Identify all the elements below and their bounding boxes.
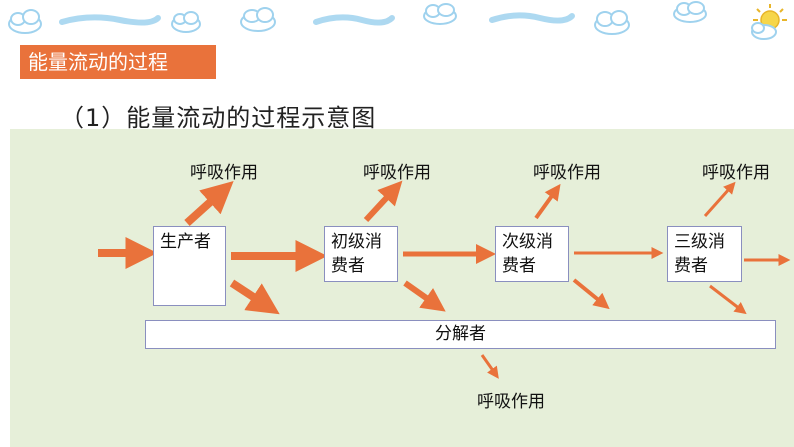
respiration-label: 呼吸作用 xyxy=(363,163,431,183)
respiration-label: 呼吸作用 xyxy=(190,163,258,183)
wind-streak xyxy=(59,14,161,26)
tertiary-consumer-box: 三级消费者 xyxy=(667,226,742,282)
sun-icon xyxy=(751,4,787,40)
decomposer-arrow xyxy=(709,284,747,315)
decomposer-respiration-arrow xyxy=(480,354,499,379)
section-tag: 能量流动的过程 xyxy=(20,45,216,79)
sky-decoration xyxy=(8,1,787,40)
cloud-icon xyxy=(594,10,630,35)
cloud-icon xyxy=(673,1,707,23)
cloud-icon xyxy=(8,9,42,34)
respiration-arrow xyxy=(534,183,561,220)
decomposer-arrow xyxy=(403,280,446,312)
producer-box: 生产者 xyxy=(153,226,226,306)
respiration-arrow xyxy=(363,180,403,223)
respiration-label: 呼吸作用 xyxy=(477,392,545,412)
wind-streak xyxy=(313,14,395,26)
cloud-icon xyxy=(423,3,457,25)
respiration-arrow xyxy=(703,181,736,217)
decomposer-box: 分解者 xyxy=(145,320,776,349)
cloud-icon xyxy=(171,11,201,33)
cloud-icon xyxy=(240,7,276,32)
decomposer-arrow xyxy=(572,278,610,310)
respiration-label: 呼吸作用 xyxy=(702,163,770,183)
page-subtitle: （1）能量流动的过程示意图 xyxy=(60,104,377,132)
respiration-arrow xyxy=(184,181,234,226)
wind-streak xyxy=(489,12,575,24)
decomposer-arrow xyxy=(229,279,280,315)
respiration-label: 呼吸作用 xyxy=(533,163,601,183)
secondary-consumer-box: 次级消费者 xyxy=(495,226,569,282)
primary-consumer-box: 初级消费者 xyxy=(324,226,398,282)
